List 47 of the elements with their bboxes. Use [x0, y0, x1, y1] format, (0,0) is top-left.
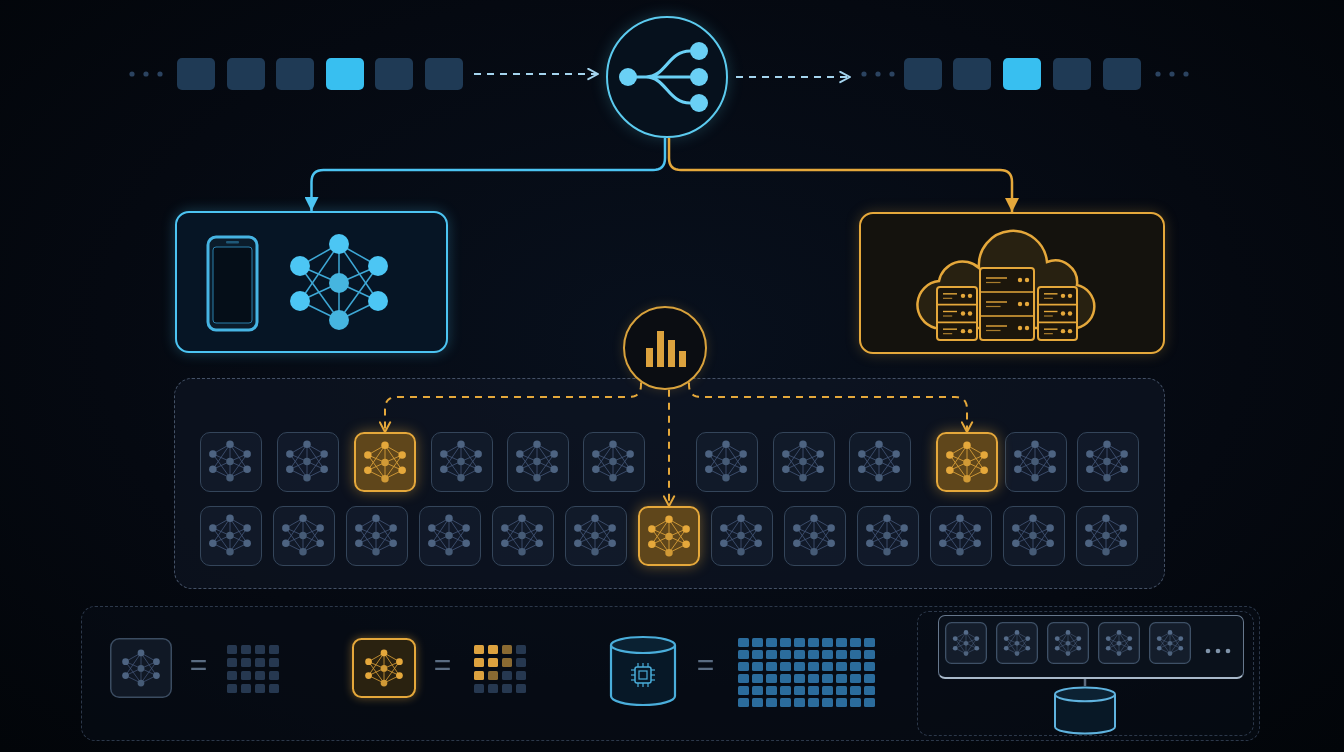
expert-tile: [345, 505, 408, 566]
router-circle: [606, 16, 728, 138]
expert-tile: [582, 431, 645, 492]
expert-tile: [710, 505, 773, 566]
expert-tile: [935, 431, 998, 492]
equals-sign: =: [189, 649, 208, 680]
expert-tile: [1002, 505, 1065, 566]
expert-tile: [637, 505, 700, 566]
expert-tile: [929, 505, 992, 566]
expert-tile: [695, 431, 758, 492]
arrow: [667, 137, 1019, 212]
database-cylinder: [1052, 685, 1117, 735]
cloud-panel: [859, 212, 1165, 354]
dashed-arrow: [688, 381, 974, 433]
expert-tile: [1075, 505, 1138, 566]
token-sequence: [126, 56, 466, 92]
expert-tile: [848, 431, 911, 492]
expert-tile: [418, 505, 481, 566]
expert-tile: [491, 505, 554, 566]
expert-tile: [772, 431, 835, 492]
dashed-panel: [916, 610, 1254, 736]
expert-tile: [506, 431, 569, 492]
gate-circle: [623, 306, 707, 390]
expert-tile: [353, 431, 416, 492]
dashed-arrow: [662, 388, 676, 507]
equals-sign: =: [433, 649, 452, 680]
expert-tile: [783, 505, 846, 566]
expert-tile: [1076, 431, 1139, 492]
expert-tile: [199, 505, 262, 566]
dashed-arrow: [735, 70, 851, 84]
dashed-arrow: [378, 381, 642, 433]
tile-row-panel: [937, 614, 1244, 679]
connector-line: [1083, 679, 1087, 686]
expert-tile: [856, 505, 919, 566]
equals-sign: =: [696, 649, 715, 680]
expert-tile: [199, 431, 262, 492]
dashed-panel: [81, 606, 1260, 741]
token-sequence: [858, 56, 1190, 92]
device-panel: [175, 211, 448, 353]
expert-tile: [272, 505, 335, 566]
arrow: [304, 137, 667, 211]
expert-tile: [1004, 431, 1067, 492]
expert-grid-panel: [174, 378, 1165, 589]
dashed-arrow: [473, 67, 599, 81]
expert-tile: [564, 505, 627, 566]
expert-tile: [430, 431, 493, 492]
expert-tile: [276, 431, 339, 492]
